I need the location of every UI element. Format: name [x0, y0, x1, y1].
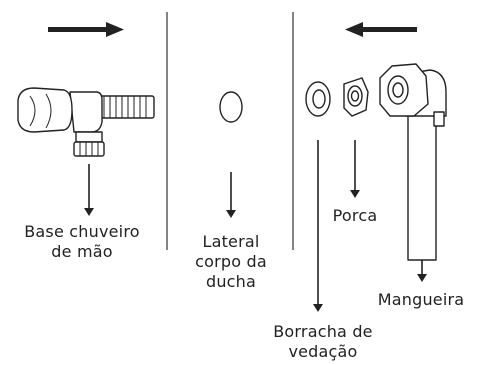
sealing-washer-icon — [305, 81, 331, 117]
hose-icon — [379, 63, 447, 261]
label-mangueira-line1: Mangueira — [377, 290, 465, 309]
shower-base-icon — [17, 87, 155, 157]
label-borracha-line1: Borracha de — [273, 322, 373, 341]
label-borracha-line2: vedação — [288, 342, 358, 361]
label-lateral-line3: ducha — [205, 272, 257, 291]
label-base-line2: de mão — [51, 242, 113, 261]
down-arrow-lateral — [226, 172, 236, 218]
label-borracha: Borracha de vedação — [248, 322, 398, 362]
down-arrow-base — [84, 164, 94, 216]
down-arrow-borracha — [313, 140, 323, 312]
down-arrow-mangueira — [417, 260, 427, 282]
label-mangueira: Mangueira — [366, 290, 476, 310]
label-lateral: Lateral corpo da ducha — [176, 232, 286, 292]
label-porca: Porca — [322, 206, 388, 226]
lateral-body-icon — [219, 91, 243, 123]
label-lateral-line1: Lateral — [202, 232, 260, 251]
nut-icon — [343, 77, 369, 117]
label-lateral-line2: corpo da — [195, 252, 267, 271]
label-base-line1: Base chuveiro — [24, 222, 140, 241]
right-arrow-icon — [48, 22, 124, 37]
label-porca-line1: Porca — [332, 206, 378, 225]
left-arrow-icon — [345, 22, 417, 37]
label-base: Base chuveiro de mão — [4, 222, 160, 262]
down-arrow-porca — [350, 140, 360, 198]
